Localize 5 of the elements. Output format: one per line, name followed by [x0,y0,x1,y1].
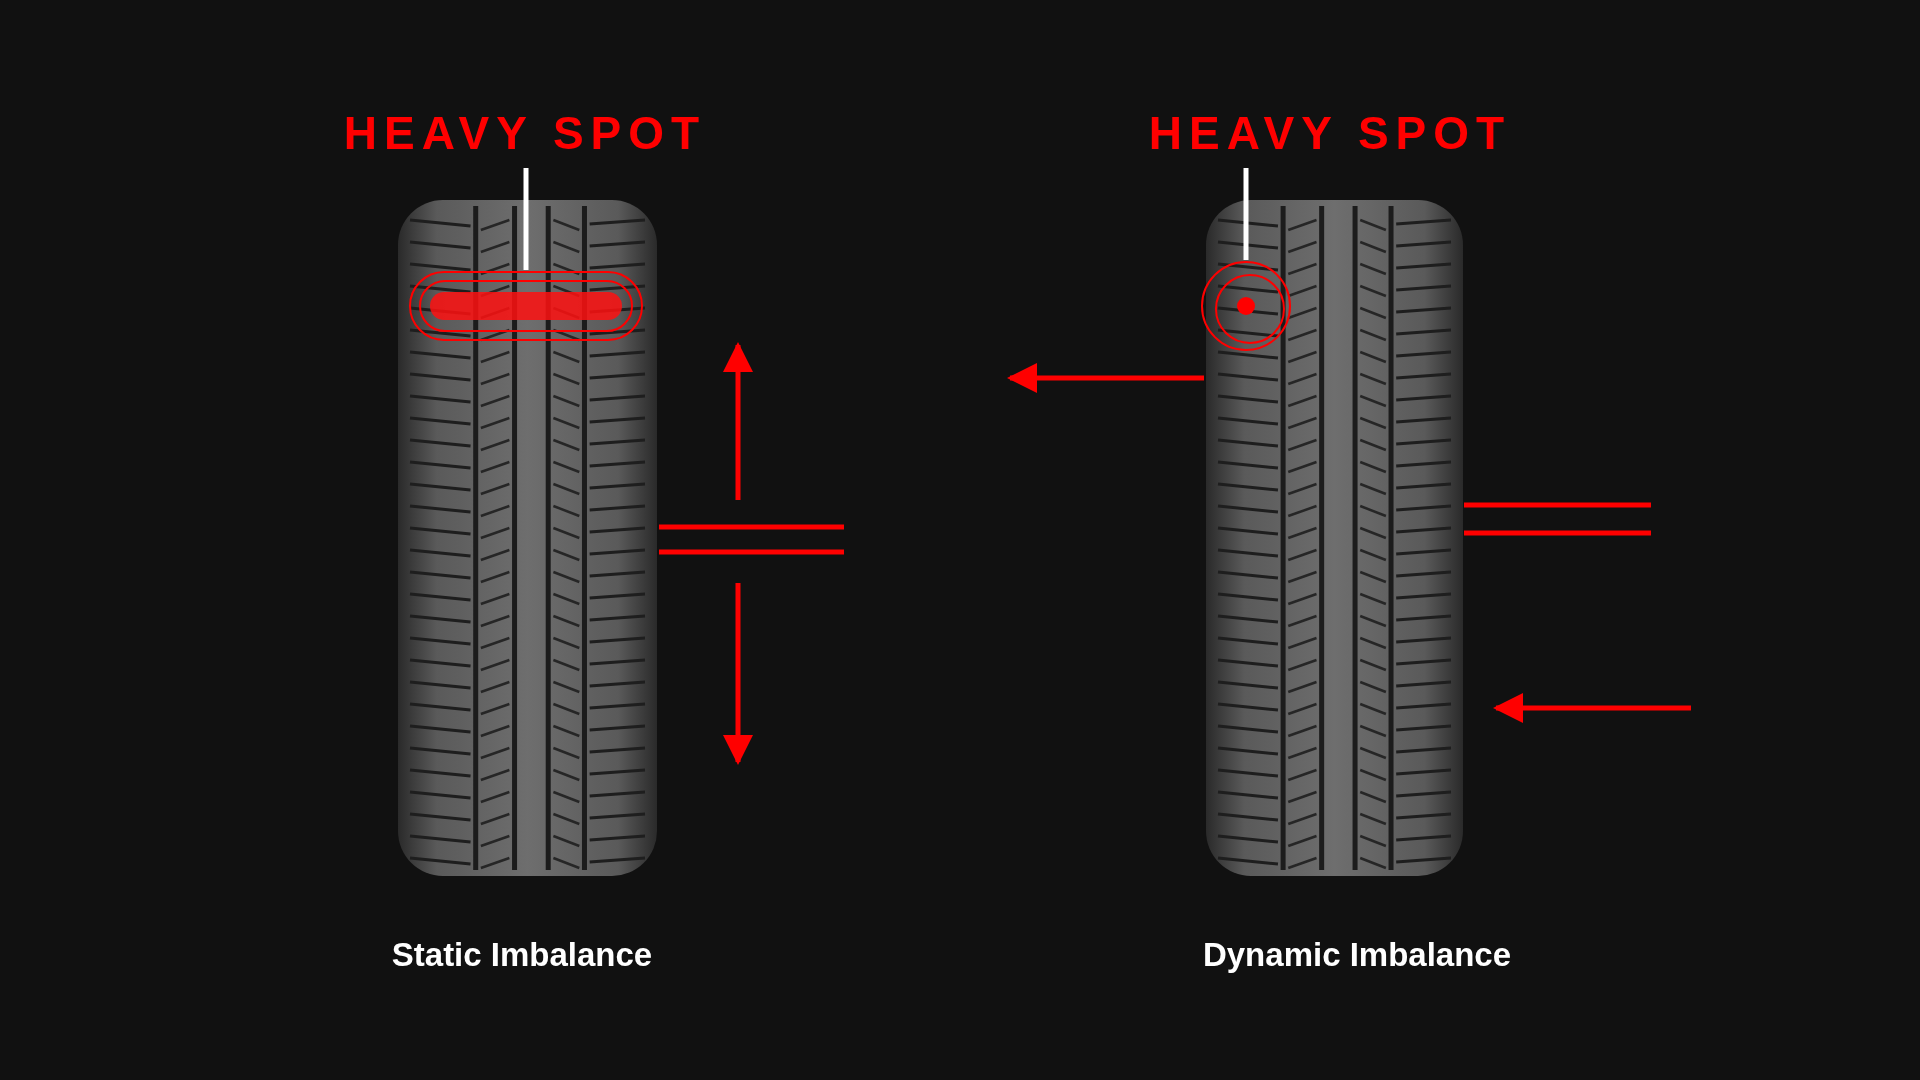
heavy-spot-label: HEAVY SPOT [343,110,707,156]
heavy-spot-label: HEAVY SPOT [1148,110,1512,156]
leader-line [523,168,529,270]
caption: Static Imbalance [391,936,653,974]
caption: Dynamic Imbalance [1202,936,1512,974]
